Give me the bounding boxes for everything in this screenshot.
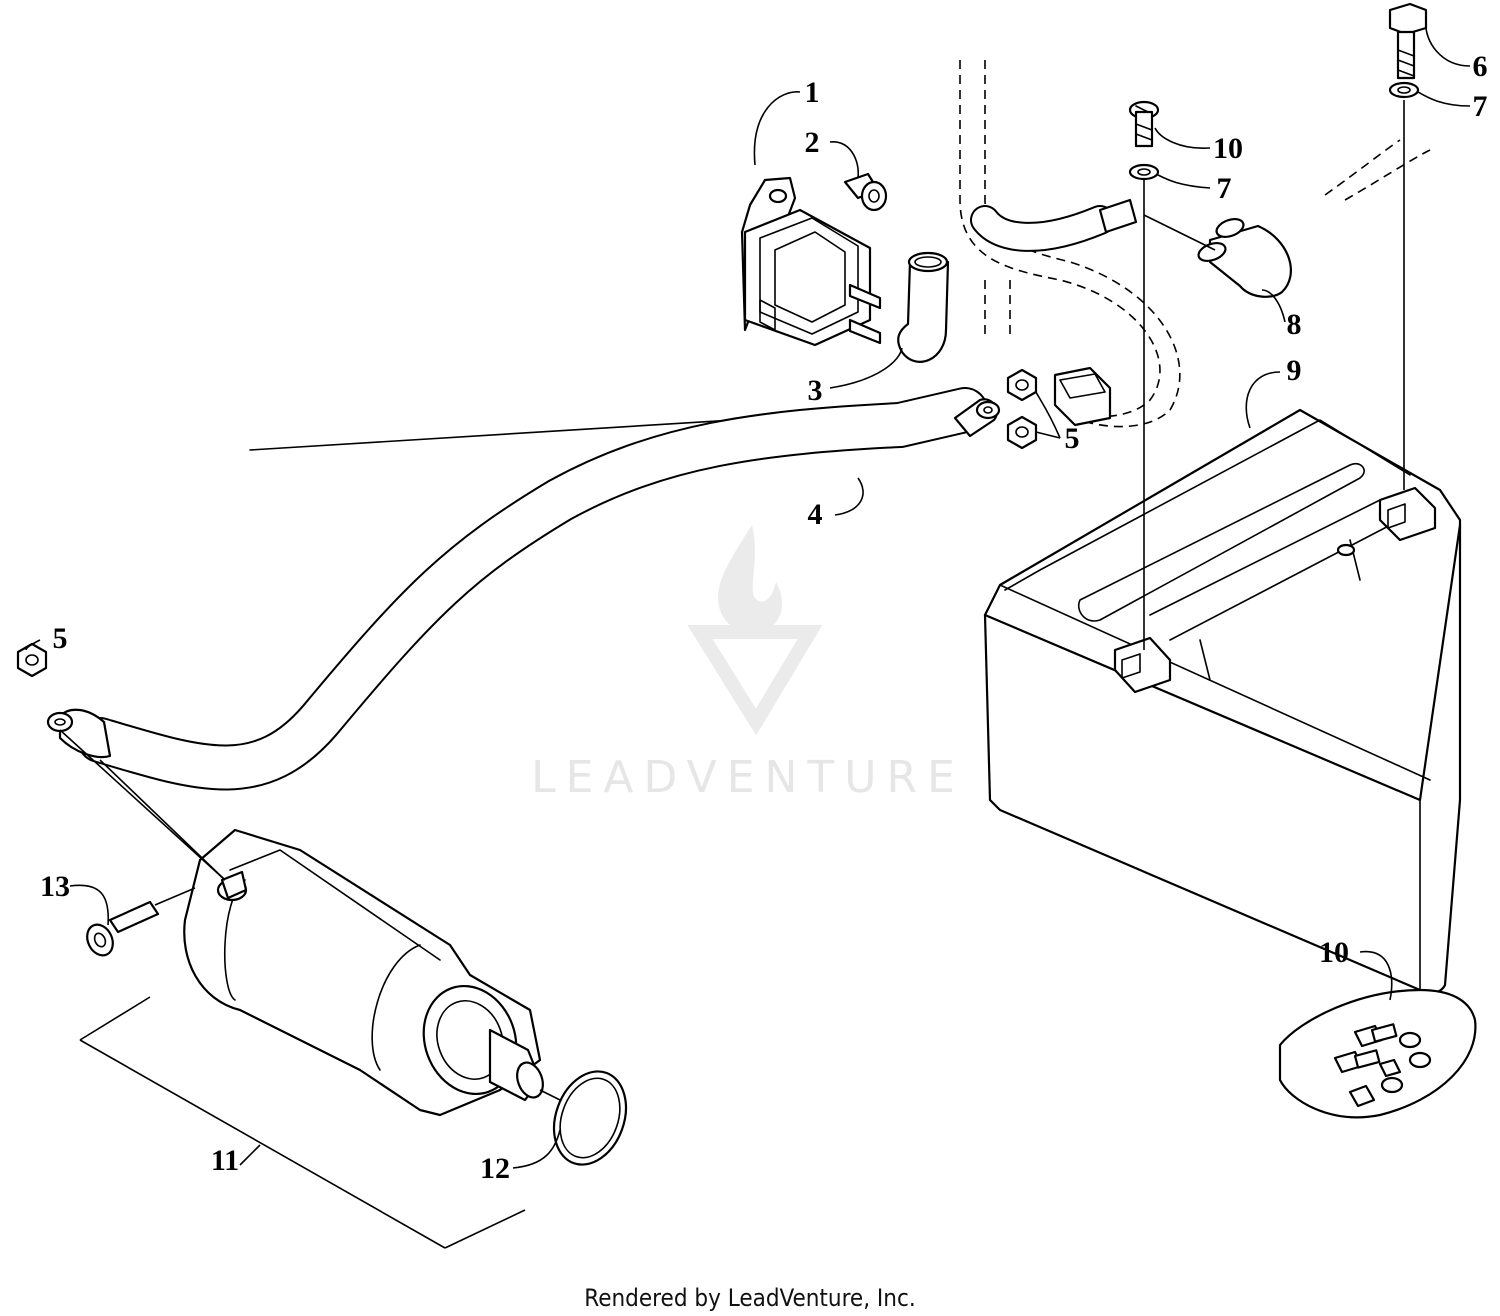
callout-13: 13 xyxy=(40,870,70,903)
watermark-text: LEADVENTURE xyxy=(531,752,965,803)
bolt xyxy=(1388,2,1428,80)
terminal-cover xyxy=(1197,217,1292,298)
starter-motor xyxy=(183,828,544,1117)
battery xyxy=(983,408,1462,995)
callout-5-solenoid: 5 xyxy=(1065,422,1080,455)
callout-9: 9 xyxy=(1287,354,1302,387)
nut xyxy=(16,368,1038,678)
callout-10-kit: 10 xyxy=(1319,936,1349,969)
battery-cable xyxy=(970,198,1138,252)
lock-washer xyxy=(1128,81,1420,181)
callout-7-right: 7 xyxy=(1473,90,1488,123)
callout-6: 6 xyxy=(1473,50,1488,83)
o-ring xyxy=(552,1070,628,1166)
callout-5-starter: 5 xyxy=(53,622,68,655)
callout-7-center: 7 xyxy=(1217,172,1232,205)
callout-2: 2 xyxy=(805,126,820,159)
callout-12: 12 xyxy=(480,1152,510,1185)
callout-10-bolt: 10 xyxy=(1213,132,1243,165)
callout-11: 11 xyxy=(211,1144,239,1177)
starter-solenoid xyxy=(740,176,882,347)
terminal-bolt xyxy=(1128,100,1160,148)
terminal-boot xyxy=(897,251,950,363)
footer-credit: Rendered by LeadVenture, Inc. xyxy=(584,1284,915,1312)
hardware-kit xyxy=(1278,988,1477,1119)
callout-1: 1 xyxy=(805,76,820,109)
callout-3: 3 xyxy=(808,374,823,407)
callout-4: 4 xyxy=(808,498,823,531)
callout-8: 8 xyxy=(1287,308,1302,341)
watermark-logo xyxy=(687,525,823,736)
cap-screw xyxy=(86,900,160,957)
leader-lines xyxy=(25,23,1471,1249)
starter-cable xyxy=(46,387,1001,791)
screw xyxy=(843,172,888,212)
